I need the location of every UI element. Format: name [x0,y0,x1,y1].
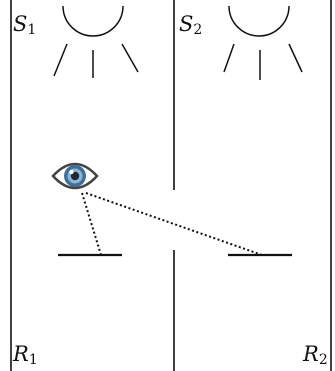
label-s2: S2 [179,12,203,38]
eye-icon [51,162,99,190]
sight-line-to-right-surface [85,192,263,256]
sun-ray-1c [121,43,139,73]
room-walls [10,0,332,371]
sun-arc-1 [62,5,124,37]
sun-ray-2a [223,43,235,73]
sun-arc-2 [228,5,290,37]
eye-pupil [70,171,80,181]
label-s1: S1 [13,12,37,38]
sight-line-to-left-surface [81,192,102,256]
sun-icon [53,5,139,78]
sun-icon [223,5,303,80]
sun-ray-2c [288,43,303,73]
label-r2: R2 [303,342,328,368]
eye-highlight [69,169,74,175]
sight-lines [81,192,263,256]
sun-ray-1a [53,43,68,77]
label-r1: R1 [13,342,38,368]
